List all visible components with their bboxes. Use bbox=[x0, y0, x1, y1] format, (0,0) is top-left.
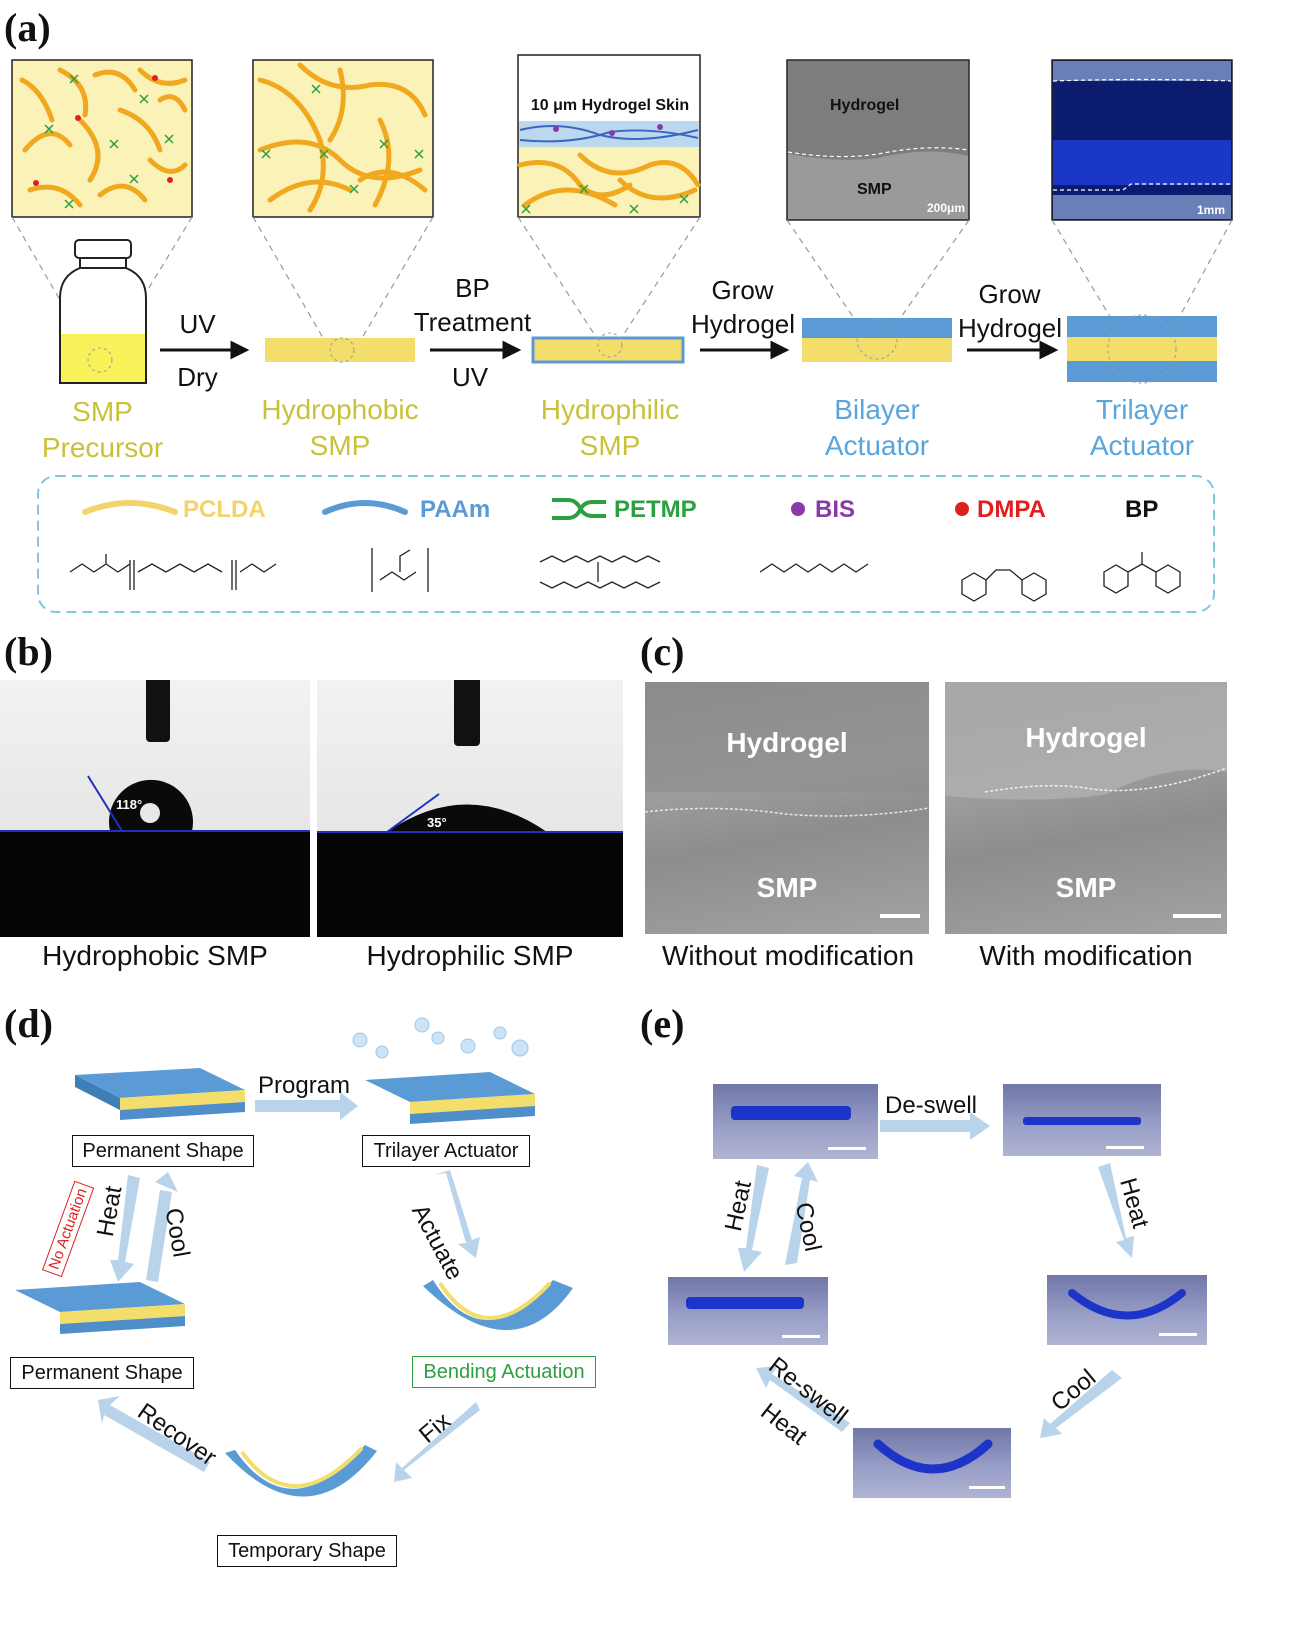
stage-hydrophilic-line2: SMP bbox=[579, 430, 641, 461]
trilayer-bar bbox=[1067, 314, 1217, 384]
paam-chain-icon bbox=[322, 500, 408, 515]
stage-precursor-line2: Precursor bbox=[41, 432, 164, 463]
label-trilayer-actuator: Trilayer Actuator bbox=[362, 1135, 530, 1167]
panel-b-label: (b) bbox=[4, 629, 53, 674]
sem-left-scale-bar bbox=[880, 914, 920, 918]
arrow-treatment-label: Treatment bbox=[413, 307, 532, 337]
legend-bp: BP bbox=[1125, 496, 1159, 523]
arrow-bp-label: BP bbox=[455, 273, 490, 303]
precursor-inset bbox=[11, 59, 193, 218]
panel-d-arrows bbox=[98, 1092, 480, 1482]
panel-e-label: (e) bbox=[640, 1001, 685, 1046]
petmp-crosslink-icon bbox=[552, 498, 606, 520]
photo-scale-label: 1mm bbox=[1197, 203, 1226, 217]
sem-smp-label: SMP bbox=[857, 181, 892, 198]
sem-right-hydrogel-label: Hydrogel bbox=[1025, 722, 1147, 753]
label-permanent-shape-bottom: Permanent Shape bbox=[10, 1357, 194, 1389]
arrow-hydrogel1-label: Hydrogel bbox=[690, 309, 796, 339]
process-arrows bbox=[160, 340, 1059, 360]
stage-hydrophobic-line1: Hydrophobic bbox=[261, 394, 419, 425]
permanent-shape-top-sheet bbox=[75, 1068, 245, 1120]
stage-trilayer-label: Trilayer Actuator bbox=[1062, 392, 1222, 464]
hydrophilic-bar bbox=[531, 336, 685, 364]
stage-bilayer-line2: Actuator bbox=[824, 430, 930, 461]
projection-lines bbox=[11, 216, 1233, 353]
panel-d-graphics bbox=[15, 1017, 573, 1497]
hydrogel-skin-label: 10 μm Hydrogel Skin bbox=[530, 97, 690, 114]
sem-right-scale-bar bbox=[1173, 914, 1221, 918]
sem-right-smp-label: SMP bbox=[1055, 872, 1117, 903]
label-deswell: De-swell bbox=[885, 1092, 978, 1119]
precursor-vial bbox=[59, 239, 147, 384]
arrow-dry-label: Dry bbox=[177, 362, 218, 392]
hydrophilic-inset bbox=[517, 54, 701, 218]
sample-photo-1 bbox=[713, 1084, 878, 1159]
arrow-uv-label: UV bbox=[179, 309, 216, 339]
trilayer-sheet bbox=[352, 1017, 535, 1124]
label-bending-actuation: Bending Actuation bbox=[412, 1356, 596, 1388]
sample-photo-3 bbox=[668, 1277, 828, 1345]
sample-photo-2 bbox=[1003, 1084, 1161, 1156]
stage-hydrophobic-line2: SMP bbox=[309, 430, 371, 461]
stage-bilayer-label: Bilayer Actuator bbox=[797, 392, 957, 464]
legend-dmpa: DMPA bbox=[977, 496, 1046, 523]
stage-trilayer-line2: Actuator bbox=[1089, 430, 1195, 461]
label-permanent-shape-top: Permanent Shape bbox=[72, 1135, 254, 1167]
label-temporary-shape: Temporary Shape bbox=[217, 1535, 397, 1567]
caption-without-modification: Without modification bbox=[661, 940, 915, 971]
sem-hydrogel-label: Hydrogel bbox=[830, 97, 900, 114]
panel-a-graphics bbox=[11, 54, 1233, 384]
caption-hydrophobic-smp: Hydrophobic SMP bbox=[42, 940, 268, 971]
sem-scale-label: 200μm bbox=[927, 201, 966, 215]
sem-left-smp-label: SMP bbox=[756, 872, 818, 903]
bis-dot-icon bbox=[791, 502, 805, 516]
stage-hydrophilic-label: Hydrophilic SMP bbox=[520, 392, 700, 464]
arrow-uv2-label: UV bbox=[451, 362, 489, 392]
stage-bilayer-line1: Bilayer bbox=[834, 394, 920, 425]
label-program: Program bbox=[258, 1072, 351, 1099]
bending-shape bbox=[423, 1280, 573, 1331]
legend-graphics bbox=[37, 475, 1215, 613]
contact-angle-35: 35° bbox=[427, 815, 447, 830]
legend-pclda: PCLDA bbox=[183, 496, 266, 523]
sample-photo-4 bbox=[1047, 1275, 1207, 1345]
stage-trilayer-line1: Trilayer bbox=[1095, 394, 1189, 425]
contact-angle-118: 118° bbox=[116, 797, 143, 812]
permanent-shape-bottom-sheet bbox=[15, 1282, 185, 1334]
pclda-chain-icon bbox=[82, 500, 178, 515]
caption-with-modification: With modification bbox=[979, 940, 1193, 971]
stage-precursor-label: SMP Precursor bbox=[40, 394, 165, 466]
arrow-grow2-label: Grow bbox=[978, 279, 1041, 309]
panel-d-label: (d) bbox=[4, 1001, 53, 1046]
arrow-grow1-label: Grow bbox=[711, 275, 774, 305]
stage-precursor-line1: SMP bbox=[72, 396, 133, 427]
caption-hydrophilic-smp: Hydrophilic SMP bbox=[366, 940, 574, 971]
dmpa-dot-icon bbox=[955, 502, 969, 516]
panel-a-label: (a) bbox=[4, 5, 51, 50]
bilayer-sem-inset bbox=[786, 59, 970, 221]
sample-photo-5 bbox=[853, 1428, 1011, 1498]
hydrophobic-bar bbox=[265, 338, 415, 362]
hydrophobic-inset bbox=[252, 59, 434, 218]
bilayer-bar bbox=[802, 318, 952, 362]
stage-hydrophilic-line1: Hydrophilic bbox=[540, 394, 680, 425]
trilayer-photo-inset bbox=[1051, 59, 1233, 221]
sem-without-modification: Hydrogel SMP bbox=[645, 682, 929, 934]
stage-hydrophobic-label: Hydrophobic SMP bbox=[250, 392, 430, 464]
chemical-structures bbox=[69, 548, 1181, 602]
temporary-shape bbox=[225, 1445, 377, 1497]
legend-paam: PAAm bbox=[420, 496, 491, 523]
arrow-hydrogel2-label: Hydrogel bbox=[957, 313, 1063, 343]
contact-angle-hydrophobic-photo: 118° bbox=[0, 680, 310, 937]
legend-petmp: PETMP bbox=[614, 496, 697, 523]
contact-angle-hydrophilic-photo: 35° bbox=[317, 680, 623, 937]
panel-e-arrows bbox=[738, 1112, 1134, 1438]
sem-with-modification: Hydrogel SMP bbox=[945, 682, 1227, 934]
panel-c-label: (c) bbox=[640, 629, 685, 674]
sem-left-hydrogel-label: Hydrogel bbox=[726, 727, 848, 758]
legend-bis: BIS bbox=[815, 496, 856, 523]
